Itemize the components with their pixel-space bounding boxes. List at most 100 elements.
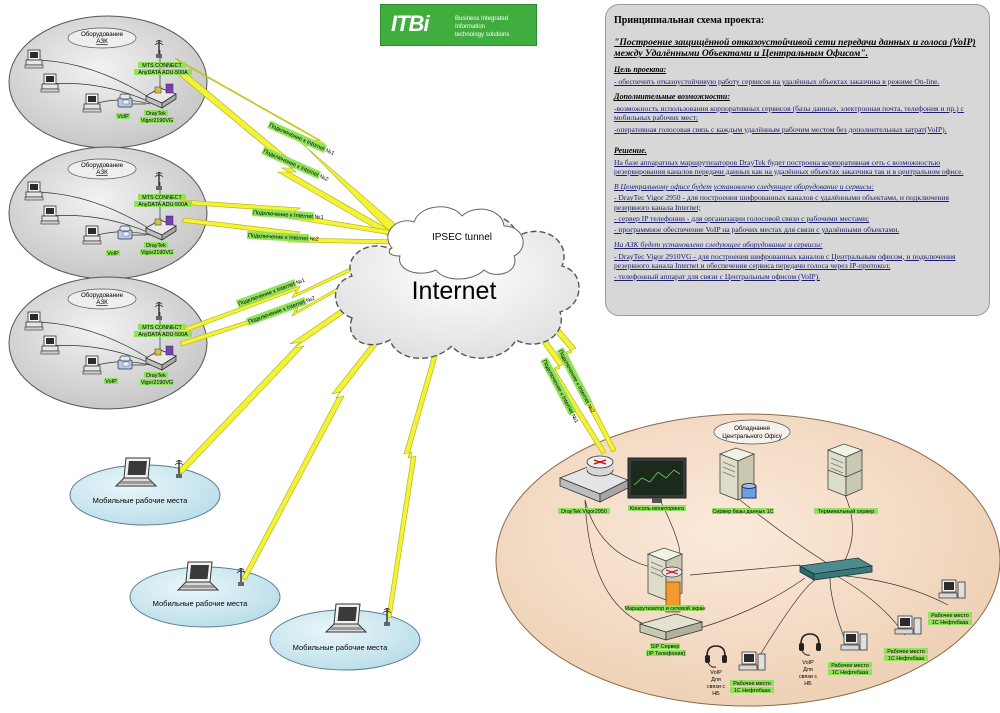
router-firewall-icon <box>647 547 683 613</box>
mobile-workplace-3: Мобильные рабочие места <box>293 603 392 652</box>
voip-1-line2: Для <box>711 677 721 683</box>
workstation-1-sublabel: 1С Нефтебаза <box>932 620 968 626</box>
solution-text: На базе аппаратных маршрутизаторов DrayT… <box>614 157 964 176</box>
extra-text-2: -оперативная голосовая связь с каждым уд… <box>614 124 947 134</box>
azs-site-1-title: Оборудование <box>81 31 124 38</box>
info-subtitle: "Построение защищённой отказоустойчивой … <box>614 37 976 60</box>
azs-site-3-pc-1 <box>24 311 44 331</box>
workstation-4-label: Рабочее место <box>733 681 771 687</box>
azs-site-3-pc-2 <box>40 335 60 355</box>
mobile-label-1: Мобильные рабочие места <box>93 496 188 505</box>
azs-site-1-pc-1 <box>24 49 44 69</box>
mobile-label-3: Мобильные рабочие места <box>293 643 388 652</box>
azs-site-2-pc-2 <box>40 205 60 225</box>
office-title: Обладнання <box>734 425 770 432</box>
azs-site-1-contents: Оборудование АЗК MTS CONNECT AnyDATA ADU… <box>24 27 192 124</box>
azs-site-3-voip-label: VoIP <box>105 379 117 385</box>
azs-site-1-modem-model: AnyDATA ADU-500A <box>138 70 188 76</box>
link-label-site2-1: Подключение к Internet №1 <box>253 210 324 221</box>
azs-site-3-router-model: Vigor2190VG <box>141 380 173 386</box>
voip-1-line1: VoIP <box>710 670 722 676</box>
mobile-workplace-1: Мобильные рабочие места <box>93 457 188 505</box>
azs-site-2-router-model: Vigor2190VG <box>141 250 173 256</box>
voip-2-line2: Для <box>803 667 813 673</box>
office-router-label: DrayTek Vigor2950 <box>561 509 607 515</box>
solution-heading: Решение. <box>614 145 647 155</box>
monitoring-console-label: Консоль мониторинга <box>630 506 684 512</box>
logo-tagline: Business Integrated Information technolo… <box>455 16 536 39</box>
voip-2-line1: VoIP <box>802 660 814 666</box>
azs-item-2: - телефонный аппарат для связи с Централ… <box>614 272 821 281</box>
terminal-server-label: Терминальный сервер <box>818 508 874 515</box>
mobile-label-2: Мобильные рабочие места <box>153 599 248 608</box>
workstation-3-sublabel: 1С Нефтебаза <box>832 670 868 676</box>
logo-mark: ITBi <box>391 11 430 36</box>
database-icon <box>741 483 757 499</box>
workstation-3-icon <box>840 631 868 651</box>
azs-site-1-modem-name: MTS CONNECT <box>142 63 182 69</box>
azs-site-3-modem-model: AnyDATA ADU-500A <box>138 332 188 338</box>
workstation-2-sublabel: 1С Нефтебаза <box>888 656 924 662</box>
workstation-2-label: Рабочее место <box>887 649 925 655</box>
central-heading: В Центральному офисе будет установлено с… <box>614 182 874 191</box>
azs-site-2-modem-name: MTS CONNECT <box>142 195 182 201</box>
voip-2-line4: НБ <box>804 681 812 687</box>
central-item-2: - сервер IP телефонии - для организации … <box>614 213 870 223</box>
central-item-3: - программное обеспечение VoIP на рабочи… <box>614 225 900 234</box>
azs-site-3-subtitle: АЗК <box>96 299 108 306</box>
azs-site-1-pc-2 <box>40 73 60 93</box>
azs-site-2-voip-label: VoIP <box>107 251 119 257</box>
central-office-contents: Обладнання Центрального Офісу <box>558 419 972 697</box>
voip-1-line3: связи с <box>707 684 725 690</box>
central-item-1: - DrayTec Vigor 2950 - для построения ши… <box>614 193 950 212</box>
logo-tagline-line1: Business Integrated Information <box>455 16 509 30</box>
azs-site-2-voip-phone-icon <box>117 225 133 240</box>
workstation-4-icon <box>738 651 766 671</box>
terminal-server-icon <box>827 443 863 497</box>
azs-site-3-modem-name: MTS CONNECT <box>142 325 182 331</box>
azs-site-3-router-name: DrayTek <box>146 373 166 379</box>
goal-heading: Цель проекта: <box>614 65 667 75</box>
azs-item-1: - DrayTec Vigor 2910VG - для построения … <box>614 251 956 270</box>
logo-tagline-line2: technology solutions <box>455 31 510 38</box>
internet-label: Internet <box>412 277 497 305</box>
azs-site-2-router-name: DrayTek <box>146 243 166 249</box>
network-switch-icon <box>798 557 874 581</box>
workstation-4-sublabel: 1С Нефтебаза <box>734 688 770 694</box>
monitoring-console-icon <box>627 457 687 503</box>
azs-heading: На АЗК будет установлено следующее обору… <box>614 240 823 250</box>
azs-site-3-contents: Оборудование АЗК MTS CONNECT AnyDATA ADU… <box>24 288 192 386</box>
sip-server-label: SIP Сервер <box>651 644 680 650</box>
azs-site-1-router-name: DrayTek <box>146 111 166 117</box>
azs-site-1-voip-label: VoIP <box>117 114 129 120</box>
voip-1-line4: НБ <box>712 691 720 697</box>
azs-site-1-router-model: Vigor2190VG <box>141 118 173 124</box>
sip-server-sublabel: (IP Телефония) <box>647 651 686 657</box>
goal-text: - обеспечить отказоустойчивую работу сер… <box>614 77 940 86</box>
azs-site-2-contents: Оборудование АЗК MTS CONNECT AnyDATA ADU… <box>24 158 192 257</box>
azs-site-2-title: Оборудование <box>81 162 124 169</box>
workstation-3-label: Рабочее место <box>831 663 869 669</box>
office-router-icon <box>558 455 630 503</box>
azs-site-1-subtitle: АЗК <box>96 38 108 45</box>
router-firewall-label: Маршрутизатор и сетевой экран <box>624 605 705 612</box>
azs-site-1-voip-phone-icon <box>117 93 133 108</box>
itbi-logo: ITBi Business Integrated Information tec… <box>380 4 537 46</box>
mobile-workplace-2: Мобильные рабочие места <box>153 561 248 608</box>
office-subtitle: Центрального Офісу <box>722 433 782 440</box>
azs-site-3-title: Оборудование <box>81 292 124 299</box>
sip-server-icon <box>638 613 704 641</box>
db-server-label: Сервер базы данных 1С <box>713 509 774 515</box>
extra-heading: Дополнительные возможности: <box>614 92 730 102</box>
azs-site-2-pc-1 <box>24 181 44 201</box>
ipsec-tunnel-label: IPSEC tunnel <box>432 232 492 243</box>
info-title: Принципиальная схема проекта: <box>614 15 765 26</box>
link-label-site2-2: Подключение к Internet №2 <box>248 233 319 243</box>
azs-site-3-voip-phone-icon <box>117 355 133 370</box>
azs-site-3-pc-3 <box>82 355 102 375</box>
workstation-1-label: Рабочее место <box>931 613 969 619</box>
azs-site-2-subtitle: АЗК <box>96 169 108 176</box>
azs-site-2-modem-model: AnyDATA ADU-500A <box>138 202 188 208</box>
internet-cloud: IPSEC tunnel Internet <box>335 206 580 359</box>
